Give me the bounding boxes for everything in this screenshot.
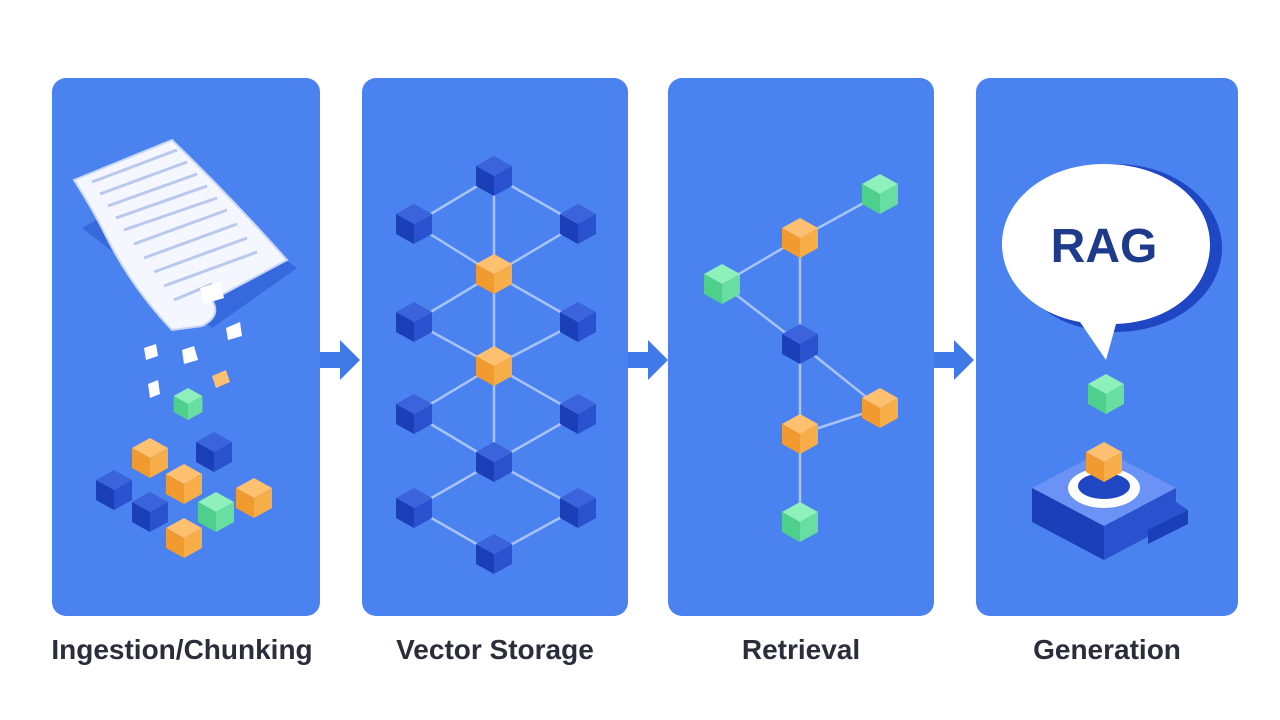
stage-panel-vector-storage [362, 78, 628, 616]
document-chunks-icon [72, 138, 297, 558]
stage-label-generation: Generation [1033, 634, 1181, 665]
stage-panel-generation: RAG [976, 78, 1238, 616]
stage-label-retrieval: Retrieval [741, 634, 861, 665]
stage-label-vector-storage: Vector Storage [396, 634, 594, 665]
stage-label-ingestion: Ingestion/Chunking [51, 634, 313, 665]
retrieval-path-icon [704, 174, 898, 542]
arrow-right-icon [320, 340, 360, 380]
stage-panel-retrieval [668, 78, 934, 616]
arrow-right-icon [628, 340, 668, 380]
vector-graph-icon [396, 156, 596, 574]
arrow-right-icon [934, 340, 974, 380]
stage-panel-ingestion [52, 78, 320, 616]
speech-bubble-generator-icon: RAG [1002, 164, 1222, 560]
speech-bubble [1002, 164, 1210, 360]
rag-bubble-text: RAG [1051, 220, 1158, 273]
